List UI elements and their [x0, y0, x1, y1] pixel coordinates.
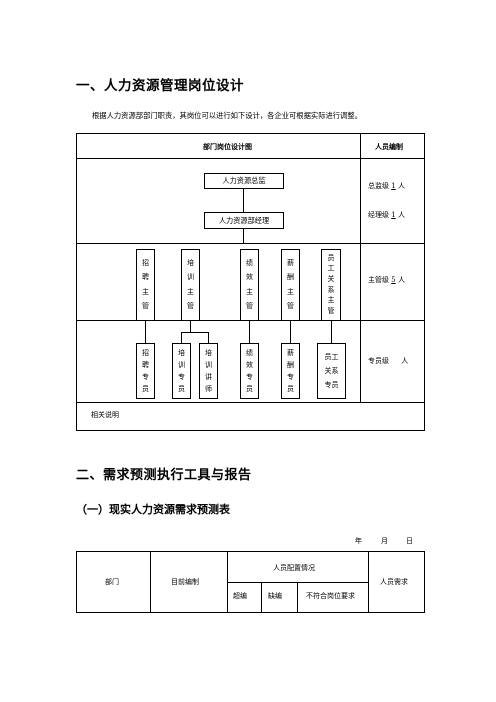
specialist-recruitment: 招聘专员 — [136, 343, 155, 399]
staffing-director: 总监级 1 人 — [368, 182, 405, 190]
col-current-staffing: 目前编制 — [171, 578, 199, 586]
notes-label: 相关说明 — [91, 411, 119, 419]
staffing-manager: 经理级 1 人 — [368, 211, 405, 219]
col-over: 超编 — [233, 592, 247, 600]
col-short: 缺编 — [268, 592, 282, 600]
date-year: 年 — [355, 537, 362, 545]
supervisor-performance: 绩效主管 — [240, 249, 259, 321]
specialist-employee-relations: 员工关系专员 — [317, 343, 346, 399]
specialist-compensation: 薪酬专员 — [281, 343, 300, 399]
col-mismatch: 不符合岗位要求 — [306, 592, 355, 600]
org-chart-table: 部门岗位设计图 人员编制 人力资源总监 人力资源部经理 招聘主管 培训主管 绩效… — [76, 133, 425, 431]
sub-heading-forecast: （一）现实人力资源需求预测表 — [76, 503, 230, 516]
director-box: 人力资源总监 — [204, 173, 284, 189]
table-header-chart: 部门岗位设计图 — [203, 143, 252, 151]
section-heading-1: 一、人力资源管理岗位设计 — [76, 78, 244, 94]
forecast-table: 部门 目前编制 人员配置情况 超编 缺编 不符合岗位要求 人员需求 — [76, 551, 425, 613]
specialist-training: 培训专员 — [172, 343, 191, 399]
staffing-specialist: 专员级 人 — [368, 357, 409, 365]
table-header-staffing: 人员编制 — [375, 143, 403, 151]
date-day: 日 — [406, 537, 413, 545]
supervisor-compensation: 薪酬主管 — [281, 249, 300, 321]
col-need: 人员需求 — [380, 578, 408, 586]
specialist-performance: 绩效专员 — [240, 343, 259, 399]
col-staff-config: 人员配置情况 — [273, 564, 315, 572]
supervisor-recruitment: 招聘主管 — [136, 249, 155, 321]
col-department: 部门 — [105, 578, 119, 586]
manager-box: 人力资源部经理 — [204, 212, 284, 229]
intro-paragraph: 根据人力资源部部门职责，其岗位可以进行如下设计，各企业可根据实际进行调整。 — [92, 111, 362, 120]
staffing-supervisor: 主管级 5 人 — [368, 276, 405, 284]
section-heading-2: 二、需求预测执行工具与报告 — [76, 468, 252, 483]
specialist-trainer: 培训讲师 — [199, 343, 218, 399]
date-month: 月 — [381, 537, 388, 545]
supervisor-training: 培训主管 — [181, 249, 200, 321]
supervisor-employee-relations: 员工关系主管 — [321, 249, 341, 321]
